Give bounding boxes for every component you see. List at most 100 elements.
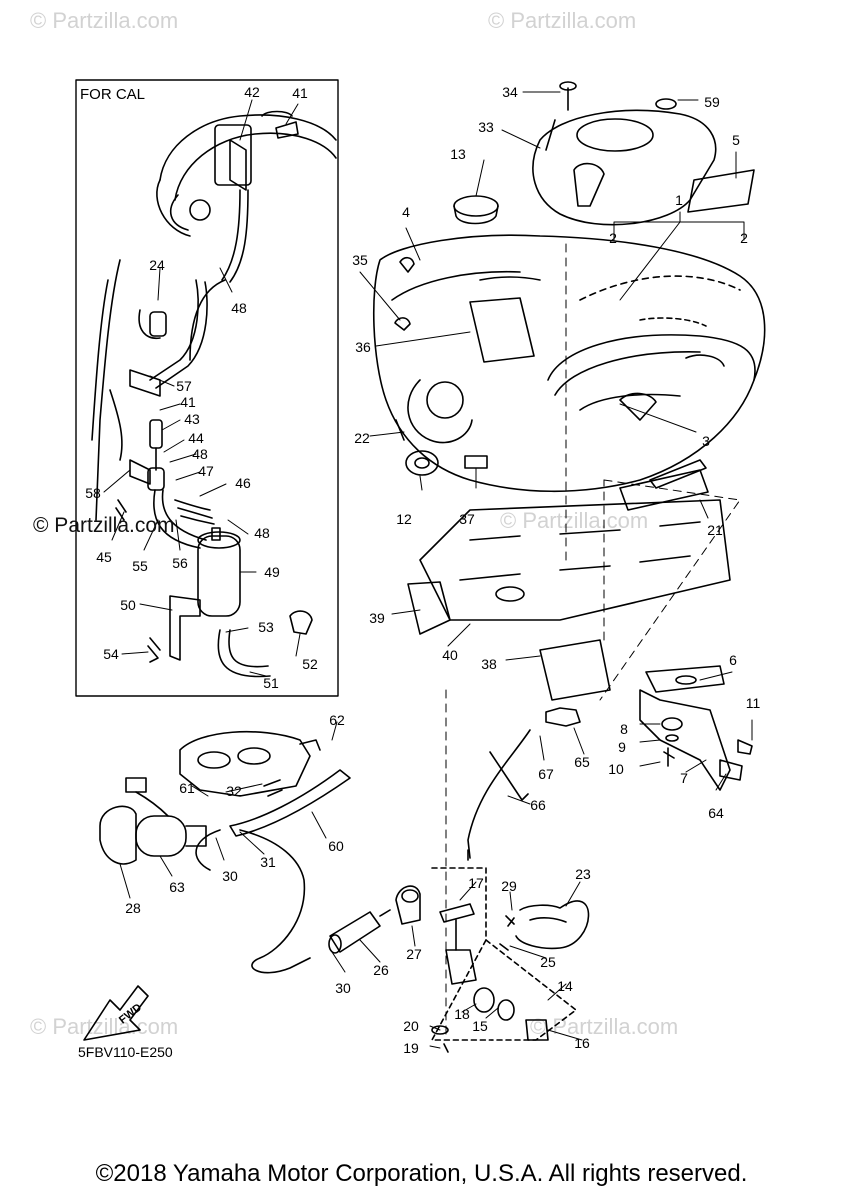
callout-44: 44 — [188, 430, 204, 446]
callout-13: 13 — [450, 146, 466, 162]
callout-21: 21 — [707, 522, 723, 538]
callout-45: 45 — [96, 549, 112, 565]
callout-46: 46 — [235, 475, 251, 491]
callout-6: 6 — [729, 652, 737, 668]
callout-30: 30 — [335, 980, 351, 996]
callout-57: 57 — [176, 378, 192, 394]
callout-23: 23 — [575, 866, 591, 882]
callout-36: 36 — [355, 339, 371, 355]
rear-bracket-drawing — [639, 665, 753, 791]
callout-2: 2 — [609, 230, 617, 246]
callout-48: 48 — [192, 446, 208, 462]
watermark-inline: © Partzilla.com — [33, 514, 175, 537]
inset-fuel-pump-drawing — [109, 279, 313, 678]
callout-30: 30 — [222, 868, 238, 884]
callout-49: 49 — [264, 564, 280, 580]
callout-33: 33 — [478, 119, 494, 135]
diagram-reference: 5FBV110-E250 — [78, 1044, 173, 1060]
callout-9: 9 — [618, 739, 626, 755]
callout-31: 31 — [260, 854, 276, 870]
callout-54: 54 — [103, 646, 119, 662]
callout-15: 15 — [472, 1018, 488, 1034]
callout-2: 2 — [740, 230, 748, 246]
watermark-bottom-left: © Partzilla.com — [30, 1014, 179, 1039]
inset-title: FOR CAL — [80, 86, 146, 103]
callout-22: 22 — [354, 430, 370, 446]
callout-10: 10 — [608, 761, 624, 777]
callout-1: 1 — [675, 192, 683, 208]
watermark-top-right: © Partzilla.com — [488, 8, 637, 33]
callout-28: 28 — [125, 900, 141, 916]
callout-29: 29 — [501, 878, 517, 894]
callout-14: 14 — [557, 978, 573, 994]
fuel-hose-drawing — [179, 730, 351, 974]
callout-17: 17 — [468, 875, 484, 891]
callout-64: 64 — [708, 805, 724, 821]
callout-67: 67 — [538, 766, 554, 782]
clamp-and-hose-drawing — [467, 707, 581, 859]
callout-12: 12 — [396, 511, 412, 527]
fuel-filter-drawing — [328, 885, 421, 954]
tank-cover-drawing — [532, 81, 755, 226]
leader-lines — [119, 91, 753, 1049]
callout-18: 18 — [454, 1006, 470, 1022]
watermark-top-left: © Partzilla.com — [30, 8, 179, 33]
callout-42: 42 — [244, 84, 260, 100]
inset-tank-drawing — [91, 110, 337, 521]
callout-24: 24 — [149, 257, 165, 273]
callout-56: 56 — [172, 555, 188, 571]
callout-43: 43 — [184, 411, 200, 427]
callout-8: 8 — [620, 721, 628, 737]
callout-4: 4 — [402, 204, 410, 220]
callout-39: 39 — [369, 610, 385, 626]
copyright-footer: ©2018 Yamaha Motor Corporation, U.S.A. A… — [95, 1160, 748, 1187]
callout-7: 7 — [680, 770, 688, 786]
callout-11: 11 — [745, 695, 761, 711]
fuel-tank-drawing — [372, 234, 766, 493]
callout-48: 48 — [254, 525, 270, 541]
callout-50: 50 — [120, 597, 136, 613]
callout-62: 62 — [329, 712, 345, 728]
fuel-cap-drawing — [453, 195, 499, 225]
callout-61: 61 — [179, 780, 195, 796]
callout-3: 3 — [702, 433, 710, 449]
callout-63: 63 — [169, 879, 185, 895]
callout-47: 47 — [198, 463, 214, 479]
callout-65: 65 — [574, 754, 590, 770]
watermark-center: © Partzilla.com — [500, 508, 649, 533]
callout-26: 26 — [373, 962, 389, 978]
decal-5 — [687, 169, 755, 213]
callout-34: 34 — [502, 84, 518, 100]
callout-41: 41 — [292, 85, 308, 101]
heat-shield-drawing — [395, 419, 731, 701]
callout-52: 52 — [302, 656, 318, 672]
watermark-bottom-right: © Partzilla.com — [530, 1014, 679, 1039]
inset-leader-lines — [103, 99, 301, 677]
callout-41: 41 — [180, 394, 196, 410]
callout-66: 66 — [530, 797, 546, 813]
callout-40: 40 — [442, 647, 458, 663]
callout-25: 25 — [540, 954, 556, 970]
fwd-arrow-icon — [83, 985, 149, 1041]
callout-16: 16 — [574, 1035, 590, 1051]
callout-60: 60 — [328, 838, 344, 854]
callout-59: 59 — [704, 94, 720, 110]
callout-37: 37 — [459, 511, 475, 527]
callout-55: 55 — [132, 558, 148, 574]
callout-38: 38 — [481, 656, 497, 672]
callout-48: 48 — [231, 300, 247, 316]
callout-5: 5 — [732, 132, 740, 148]
inset-frame — [75, 79, 339, 697]
callout-19: 19 — [403, 1040, 419, 1056]
callout-51: 51 — [263, 675, 279, 691]
callout-20: 20 — [403, 1018, 419, 1034]
callout-32: 32 — [226, 783, 242, 799]
callout-53: 53 — [258, 619, 274, 635]
callout-58: 58 — [85, 485, 101, 501]
petcock-drawing — [431, 849, 590, 1053]
callout-35: 35 — [352, 252, 368, 268]
fuel-pump-drawing — [99, 777, 207, 865]
callout-27: 27 — [406, 946, 422, 962]
